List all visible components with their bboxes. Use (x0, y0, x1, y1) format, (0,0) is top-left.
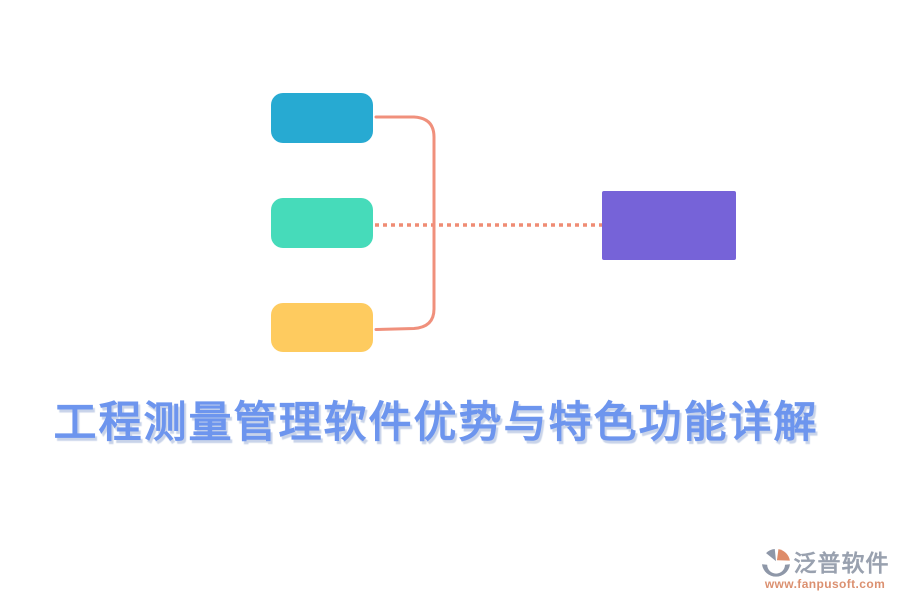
branch-node-bottom (271, 303, 373, 352)
brand-website: www.fanpusoft.com (764, 577, 886, 591)
fanpu-logo-icon (761, 549, 790, 577)
logo-wedge-orange (776, 549, 790, 561)
fanpu-logo-row: 泛普软件 (761, 548, 890, 578)
logo-wedge-top-left (765, 549, 776, 562)
target-node (602, 191, 736, 260)
branch-node-top (271, 93, 373, 143)
page-title: 工程测量管理软件优势与特色功能详解 (53, 400, 819, 447)
bracket-connector-line (374, 115, 436, 331)
branch-node-middle (271, 198, 373, 248)
logo-bottom-crescent (761, 564, 790, 577)
fanpu-watermark: 泛普软件 www.fanpusoft.com (756, 548, 894, 591)
brand-name: 泛普软件 (793, 550, 890, 576)
